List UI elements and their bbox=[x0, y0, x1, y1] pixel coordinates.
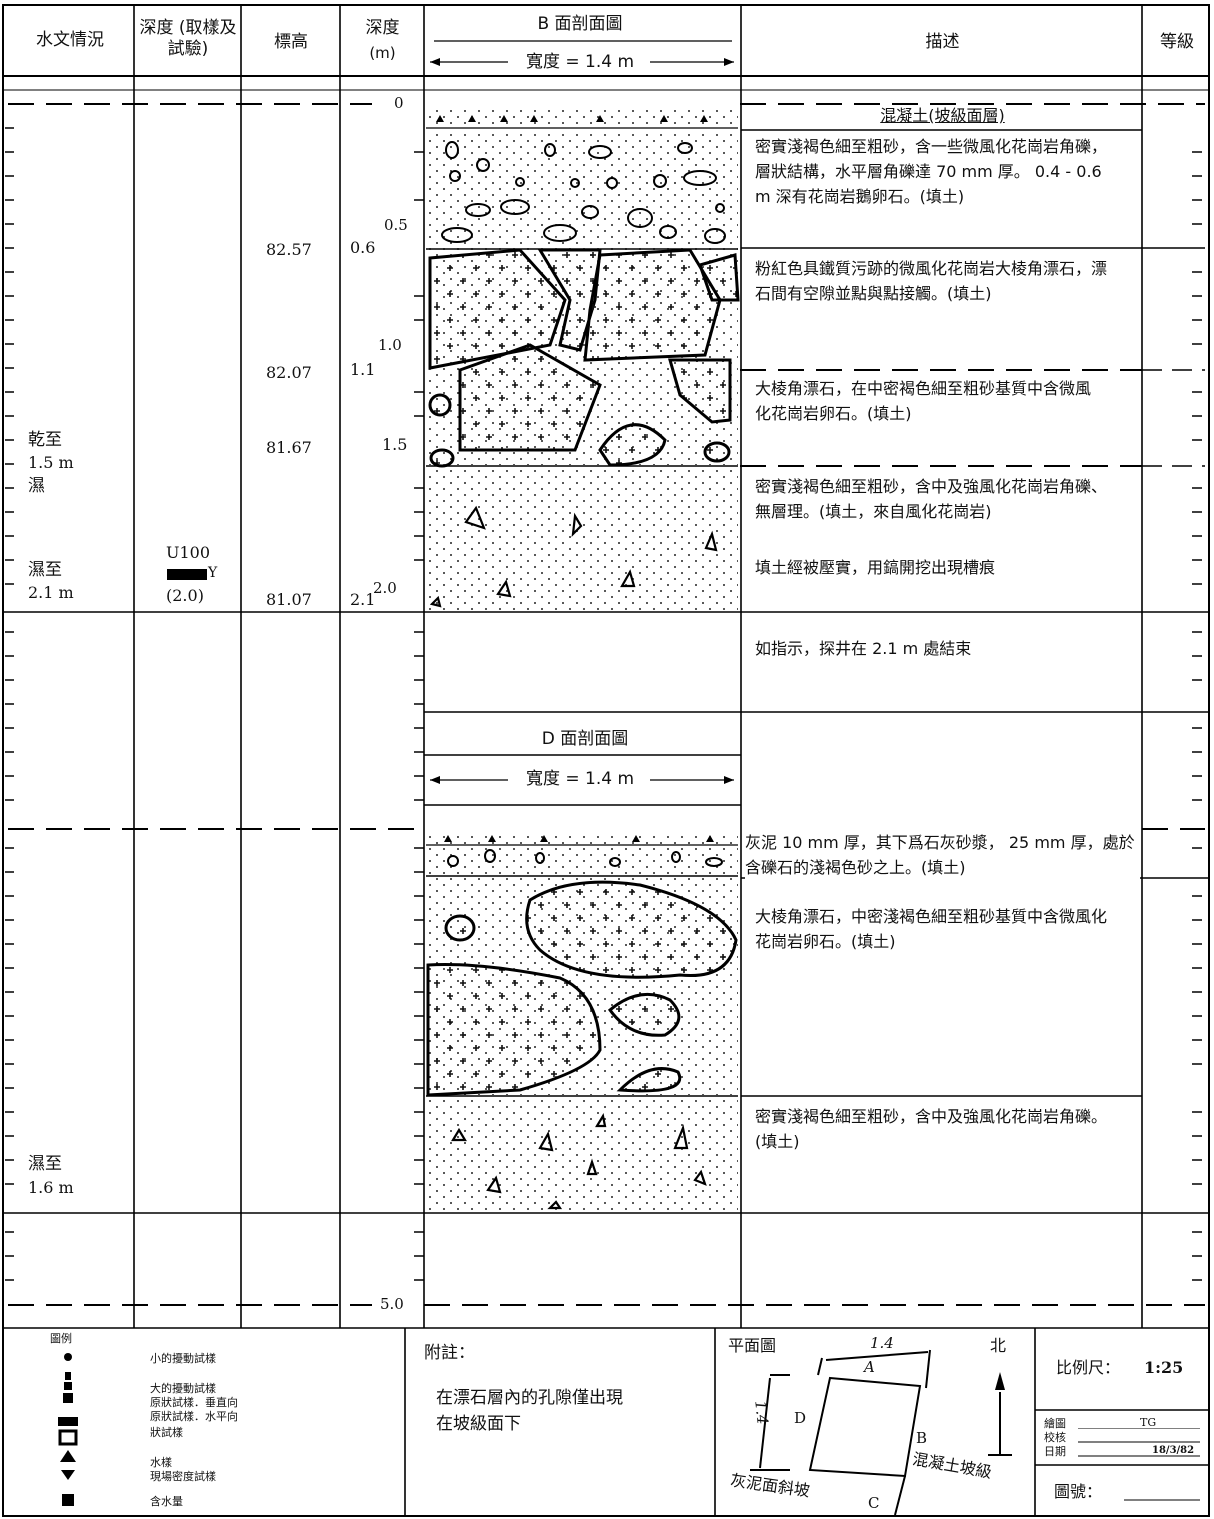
desc-concrete: 混凝土(坡級面層) bbox=[880, 106, 1005, 125]
plan-dim-side: 1.4 bbox=[751, 1399, 772, 1426]
legend-title: 圖例 bbox=[50, 1332, 72, 1345]
desc-layer-3: 大棱角漂石，在中密褐色細至粗砂基質中含微風化花崗岩卵石。(填土) bbox=[755, 379, 1092, 423]
water-wet-a-1: 濕至 bbox=[28, 560, 62, 580]
desc-layer-1: 密實淺褐色細至粗砂，含一些微風化花崗岩角礫，層狀結構，水平層角礫達 70 mm … bbox=[755, 137, 1108, 206]
section-b-drawing bbox=[426, 110, 740, 610]
header-section-width: 寬度 = 1.4 m bbox=[525, 52, 635, 72]
header-water: 水文情況 bbox=[36, 30, 104, 50]
section-d-drawing bbox=[426, 776, 738, 1210]
date-value: 18/3/82 bbox=[1152, 1445, 1195, 1456]
legend-item: 現場密度試樣 bbox=[150, 1470, 216, 1483]
notes-text-1: 在漂石層內的孔隙僅出現 bbox=[436, 1388, 623, 1408]
plan-dim-top: 1.4 bbox=[870, 1334, 894, 1352]
depth-mark-2: 1.1 bbox=[350, 360, 376, 379]
section-d-width: 寬度 = 1.4 m bbox=[525, 769, 635, 789]
water-dry-2: 1.5 m bbox=[28, 453, 74, 472]
depth-mark-3: 1.5 bbox=[382, 435, 408, 454]
header-depth-sample: 深度 (取樣及試驗) bbox=[139, 18, 237, 60]
elevation-4: 81.07 bbox=[266, 590, 312, 609]
plan-sketch bbox=[750, 1349, 1012, 1516]
legend-item: 狀試樣 bbox=[150, 1426, 183, 1439]
plan-face-b: B bbox=[916, 1429, 928, 1447]
titleblock-rules bbox=[1078, 1428, 1200, 1501]
sample-bar bbox=[167, 569, 207, 580]
plan-north: 北 bbox=[990, 1336, 1007, 1355]
drawn-value: TG bbox=[1140, 1416, 1157, 1429]
legend-item: 水樣 bbox=[150, 1456, 172, 1469]
sample-label: U100 bbox=[166, 543, 211, 562]
legend-symbols bbox=[58, 1353, 78, 1506]
elevation-1: 82.57 bbox=[266, 240, 312, 259]
desc-layer-4: 密實淺褐色細至粗砂，含中及強風化花崗岩角礫、無層理。(填土，來自風化花崗岩) bbox=[755, 477, 1108, 521]
desc-end: 如指示，探井在 2.1 m 處結束 bbox=[755, 639, 972, 658]
date-label: 日期 bbox=[1044, 1445, 1066, 1458]
drawn-label: 繪圖 bbox=[1044, 1417, 1066, 1430]
header-depth-unit: (m) bbox=[369, 44, 396, 62]
plan-face-a: A bbox=[864, 1358, 875, 1376]
notes-title: 附註： bbox=[424, 1343, 475, 1363]
depth-scale-1-0: 1.0 bbox=[378, 336, 402, 354]
plan-face-c: C bbox=[868, 1494, 880, 1512]
water-dry-1: 乾至 bbox=[28, 430, 62, 450]
header-elevation: 標高 bbox=[274, 32, 308, 52]
depth-scale-0-5: 0.5 bbox=[384, 216, 408, 234]
sample-depth: (2.0) bbox=[166, 586, 204, 605]
desc-layer-4b: 填土經被壓實，用鎬開挖出現槽痕 bbox=[755, 558, 996, 577]
sample-symbol: Y bbox=[208, 565, 218, 581]
header-grade: 等級 bbox=[1160, 32, 1194, 52]
drawing-no-label: 圖號： bbox=[1054, 1482, 1103, 1501]
legend-item: 含水量 bbox=[150, 1495, 183, 1508]
plan-title: 平面圖 bbox=[728, 1336, 777, 1355]
depth-scale-0: 0 bbox=[394, 94, 404, 112]
elevation-2: 82.07 bbox=[266, 363, 312, 382]
water-dry-3: 濕 bbox=[28, 476, 45, 496]
depth-scale-5-0: 5.0 bbox=[378, 1295, 406, 1313]
section-d-title: D 面剖面圖 bbox=[541, 729, 629, 749]
desc-layer-7: 大棱角漂石，中密淺褐色細至粗砂基質中含微風化花崗岩卵石。(填土) bbox=[755, 907, 1108, 951]
header-section-title: B 面剖面圖 bbox=[537, 14, 623, 34]
scale-value: 1:25 bbox=[1144, 1358, 1184, 1377]
legend-item: 原狀試樣．水平向 bbox=[150, 1410, 238, 1423]
depth-mark-1: 0.6 bbox=[350, 238, 376, 257]
desc-layer-8: 密實淺褐色細至粗砂，含中及強風化花崗岩角礫。(填土) bbox=[755, 1107, 1108, 1151]
water-wet-b-2: 1.6 m bbox=[28, 1178, 74, 1197]
legend-item: 小的擾動試樣 bbox=[150, 1352, 216, 1365]
water-wet-b-1: 濕至 bbox=[28, 1154, 62, 1174]
header-description: 描述 bbox=[925, 32, 960, 52]
depth-scale-2-0: 2.0 bbox=[373, 579, 397, 597]
legend-item: 大的擾動試樣 bbox=[150, 1382, 216, 1395]
desc-layer-6: 灰泥 10 mm 厚，其下爲石灰砂漿， 25 mm 厚，處於含礫石的淺褐色砂之上… bbox=[745, 830, 1140, 880]
checked-label: 校核 bbox=[1044, 1431, 1066, 1444]
depth-mark-4: 2.1 bbox=[350, 590, 376, 609]
notes-text-2: 在坡級面下 bbox=[436, 1414, 521, 1434]
plan-face-d: D bbox=[794, 1409, 807, 1427]
water-wet-a-2: 2.1 m bbox=[28, 583, 74, 602]
desc-layer-2: 粉紅色具鐵質污跡的微風化花崗岩大棱角漂石，漂石間有空隙並點與點接觸。(填土) bbox=[755, 259, 1108, 303]
scale-label: 比例尺： bbox=[1056, 1358, 1121, 1377]
elevation-3: 81.67 bbox=[266, 438, 312, 457]
header-depth: 深度 bbox=[365, 18, 400, 38]
legend-item: 原狀試樣．垂直向 bbox=[150, 1396, 238, 1409]
